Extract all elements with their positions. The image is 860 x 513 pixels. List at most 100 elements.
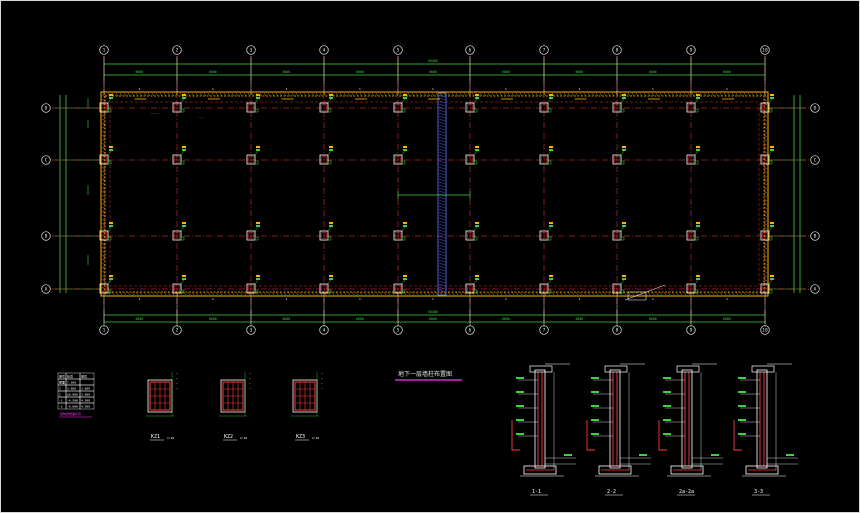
column-outline xyxy=(539,283,549,294)
column xyxy=(172,146,186,165)
wall-hatch xyxy=(411,291,415,296)
section-label: 1-1 xyxy=(532,489,541,495)
wall-hatch xyxy=(139,291,143,296)
wall-mark-bottom: 1 xyxy=(579,297,581,301)
wall-hatch xyxy=(763,94,768,98)
axis-bubble-number: 6 xyxy=(465,325,475,335)
wall-hatch xyxy=(723,92,727,97)
wall-hatch xyxy=(339,92,343,97)
wall-hatch xyxy=(355,92,359,97)
schedule-text: 7.200 xyxy=(67,380,76,384)
wall-hatch xyxy=(479,92,483,97)
column-outline xyxy=(612,154,622,165)
wall-hatch xyxy=(101,234,106,238)
column-rebar xyxy=(395,156,401,163)
column-outline xyxy=(393,283,403,294)
wall-mark-bottom: 1 xyxy=(139,297,141,301)
wall-hatch xyxy=(159,92,163,97)
column-mark-orange xyxy=(182,222,186,224)
wall-hatch xyxy=(101,226,106,230)
column-rebar xyxy=(762,104,768,111)
wall-hatch xyxy=(727,92,731,97)
wall-hook xyxy=(586,420,595,451)
wall-hatch xyxy=(147,291,151,296)
joint-hatch xyxy=(438,163,446,167)
column-detail-note: — xyxy=(176,386,178,390)
column-leader xyxy=(472,98,478,105)
wall-hatch xyxy=(203,92,207,97)
bubble-circle xyxy=(612,325,622,335)
column-mark-orange xyxy=(622,146,626,148)
wall-hatch xyxy=(575,291,579,296)
wall-hatch xyxy=(595,92,599,97)
wall-hatch xyxy=(751,92,755,97)
wall-hatch xyxy=(659,291,663,296)
column-mark-green xyxy=(109,278,113,280)
joint-hatch xyxy=(438,202,446,206)
schedule-text: 层号 xyxy=(59,373,65,378)
wall-hatch xyxy=(331,291,335,296)
column-leader xyxy=(546,279,552,286)
wall-hatch xyxy=(175,291,179,296)
column xyxy=(99,275,113,294)
wall-hatch xyxy=(101,118,106,122)
wall-hatch xyxy=(311,291,315,296)
bubble-circle xyxy=(41,155,51,165)
wall-hatch xyxy=(123,92,127,97)
joint-hatch xyxy=(438,160,446,164)
column-mark-orange xyxy=(549,146,553,148)
joint-hatch xyxy=(438,124,446,128)
joint-hatch xyxy=(438,145,446,149)
column-outline xyxy=(319,283,329,294)
column-leader xyxy=(106,98,112,105)
wall-hatch xyxy=(291,92,295,97)
footing xyxy=(523,465,557,475)
wall-hatch xyxy=(407,291,411,296)
wall-hatch xyxy=(675,92,679,97)
column-leader xyxy=(400,150,406,157)
wall-hatch xyxy=(763,214,768,218)
wall-hatch xyxy=(375,92,379,97)
column-mark-orange xyxy=(256,94,260,96)
wall-hatch xyxy=(383,291,387,296)
wall-hatch xyxy=(101,254,106,258)
wall-hatch xyxy=(191,291,195,296)
section-label: 2-2 xyxy=(607,489,616,495)
wall-hatch xyxy=(101,122,106,126)
wall-hatch xyxy=(587,291,591,296)
column-mark-orange xyxy=(403,146,407,148)
wall-hatch xyxy=(271,291,275,296)
column xyxy=(99,146,113,165)
bay-dim-top: 6000 xyxy=(356,70,364,74)
section-leader-tag xyxy=(516,391,524,393)
column-outline xyxy=(465,283,475,294)
section-leader-tag xyxy=(591,377,599,379)
column-tag xyxy=(107,108,112,113)
axis-bubble-letter: A xyxy=(41,284,51,294)
wall-hatch xyxy=(763,210,768,214)
wall-hatch xyxy=(101,130,106,134)
column-tag xyxy=(401,160,406,165)
column-mark-orange xyxy=(329,146,333,148)
wall-hatch xyxy=(101,158,106,162)
bubble-circle xyxy=(465,45,475,55)
wall-hatch xyxy=(763,118,768,122)
column xyxy=(760,146,774,165)
wall-hatch xyxy=(267,291,271,296)
wall-hatch xyxy=(263,291,267,296)
wall-hatch xyxy=(163,291,167,296)
column xyxy=(465,275,479,294)
wall-hatch xyxy=(101,278,106,282)
wall-hatch xyxy=(101,286,106,290)
wall-mark-bottom: 1 xyxy=(432,297,434,301)
wall-hatch xyxy=(515,291,519,296)
joint-hatch xyxy=(438,226,446,230)
wall-hatch xyxy=(163,92,167,97)
footing xyxy=(598,465,632,475)
wall-hatch xyxy=(101,94,106,98)
wall-hatch xyxy=(187,92,191,97)
column-mark-green xyxy=(329,97,333,99)
column-leader xyxy=(546,98,552,105)
wall-hatch xyxy=(763,178,768,182)
